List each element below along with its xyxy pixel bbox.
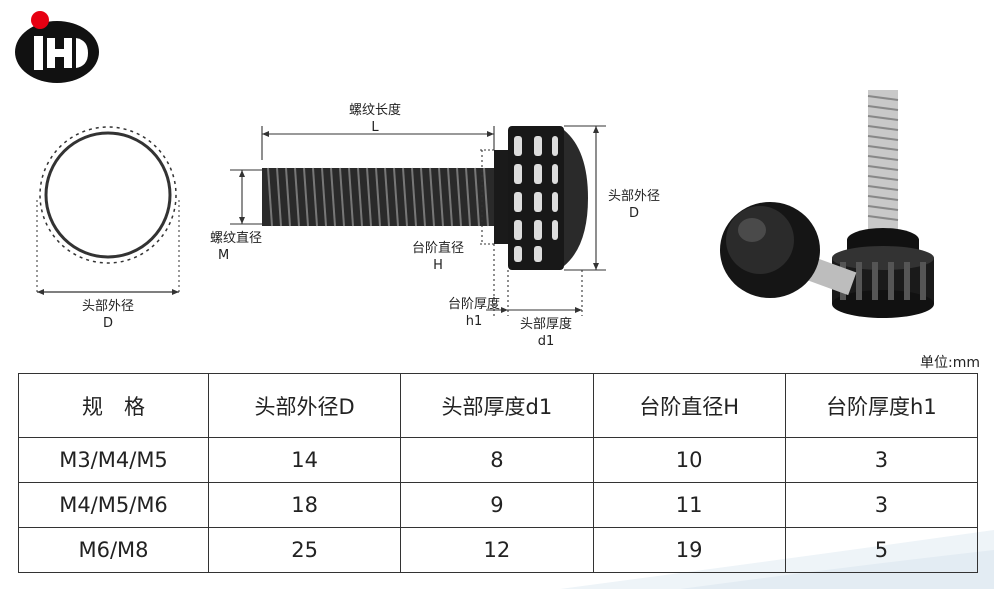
label-thread-length: 螺纹长度 L: [348, 103, 401, 135]
label-step-diameter: 台阶直径 H: [411, 241, 464, 273]
top-view: [36, 126, 180, 295]
cell-step-thickness: 3: [784, 482, 979, 528]
cell-head-diameter: 14: [207, 437, 402, 483]
table-row: M4/M5/M6 18 9 11 3: [18, 482, 979, 528]
dimension-arrows: [239, 126, 599, 313]
cell-head-thickness: 9: [400, 482, 594, 528]
header-head-thickness: 头部厚度d1: [400, 373, 594, 438]
spec-table: 规 格 头部外径D 头部厚度d1 台阶直径H 台阶厚度h1 M3/M4/M5 1…: [18, 373, 979, 573]
cell-spec: M3/M4/M5: [18, 437, 209, 483]
header-head-diameter: 头部外径D: [207, 373, 402, 438]
label-top-head-diameter: 头部外径 D: [81, 299, 134, 331]
cell-step-diameter: 10: [592, 437, 786, 483]
company-logo: [15, 11, 99, 83]
side-view: [262, 126, 588, 270]
header-step-diameter: 台阶直径H: [592, 373, 786, 438]
header-spec: 规 格: [18, 373, 209, 438]
header-step-thickness: 台阶厚度h1: [784, 373, 979, 438]
cell-spec: M4/M5/M6: [18, 482, 209, 528]
label-thread-diameter: 螺纹直径 M: [209, 231, 262, 263]
cell-spec: M6/M8: [18, 527, 209, 573]
cell-step-diameter: 19: [592, 527, 786, 573]
unit-label: 单位:mm: [920, 355, 980, 371]
cell-head-diameter: 18: [207, 482, 402, 528]
cell-step-thickness: 3: [784, 437, 979, 483]
label-head-diameter-side: 头部外径 D: [607, 189, 660, 221]
cell-step-diameter: 11: [592, 482, 786, 528]
technical-drawing: 螺纹长度 L 螺纹直径 M 台阶直径 H 头部外径 D 头部外径 D 台阶厚度 …: [0, 90, 994, 360]
dimension-lines: [230, 125, 606, 316]
table-header-row: 规 格 头部外径D 头部厚度d1 台阶直径H 台阶厚度h1: [18, 373, 979, 438]
cell-step-thickness: 5: [784, 527, 979, 573]
cell-head-thickness: 8: [400, 437, 594, 483]
cell-head-diameter: 25: [207, 527, 402, 573]
product-photo: [720, 90, 934, 318]
drawing-lines: [36, 90, 934, 318]
table-row: M6/M8 25 12 19 5: [18, 527, 979, 573]
label-head-thickness: 头部厚度 d1: [519, 317, 572, 349]
table-row: M3/M4/M5 14 8 10 3: [18, 437, 979, 483]
label-step-thickness: 台阶厚度 h1: [447, 297, 500, 329]
cell-head-thickness: 12: [400, 527, 594, 573]
